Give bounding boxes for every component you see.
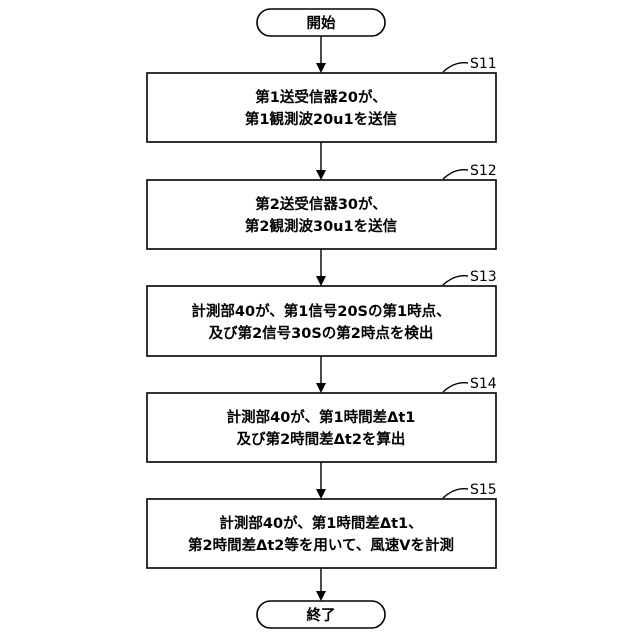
arrow-s11-to-s12 xyxy=(316,142,326,180)
step-s13-leader xyxy=(443,276,468,285)
arrow-start-to-s11 xyxy=(316,36,326,73)
step-s11-id: S11 xyxy=(470,56,497,72)
arrow-s14-to-s15 xyxy=(316,462,326,499)
end-terminal: 終了 xyxy=(257,601,385,628)
start-label: 開始 xyxy=(307,14,336,32)
step-s14-id: S14 xyxy=(470,376,497,392)
step-s12-id: S12 xyxy=(470,163,497,179)
step-s12-line-1: 第2送受信器30が、 xyxy=(255,195,386,213)
arrow-s12-to-s13 xyxy=(316,249,326,286)
step-s13-id: S13 xyxy=(470,269,497,285)
step-s14-line-1: 計測部40が、第1時間差Δt1 xyxy=(227,408,416,426)
step-s11-line-1: 第1送受信器20が、 xyxy=(255,88,386,106)
step-s14-leader xyxy=(443,383,468,392)
arrow-s13-to-s14 xyxy=(316,356,326,393)
end-label: 終了 xyxy=(307,606,336,624)
step-s12-leader xyxy=(443,170,468,179)
step-s15-leader xyxy=(443,489,468,498)
step-s13-line-1: 計測部40が、第1信号20Sの第1時点、 xyxy=(191,302,450,320)
step-s11-leader xyxy=(443,63,468,72)
step-s15-id: S15 xyxy=(470,482,497,498)
start-terminal: 開始 xyxy=(257,9,385,36)
step-s15-line-2: 第2時間差Δt2等を用いて、風速Vを計測 xyxy=(188,536,454,554)
step-s13-line-2: 及び第2信号30Sの第2時点を検出 xyxy=(209,324,434,342)
arrow-s15-to-end xyxy=(316,568,326,601)
step-s12-line-2: 第2観測波30u1を送信 xyxy=(245,217,398,235)
step-s14-line-2: 及び第2時間差Δt2を算出 xyxy=(237,430,406,448)
step-s15-line-1: 計測部40が、第1時間差Δt1、 xyxy=(219,514,422,532)
step-s11-line-2: 第1観測波20u1を送信 xyxy=(245,110,398,128)
